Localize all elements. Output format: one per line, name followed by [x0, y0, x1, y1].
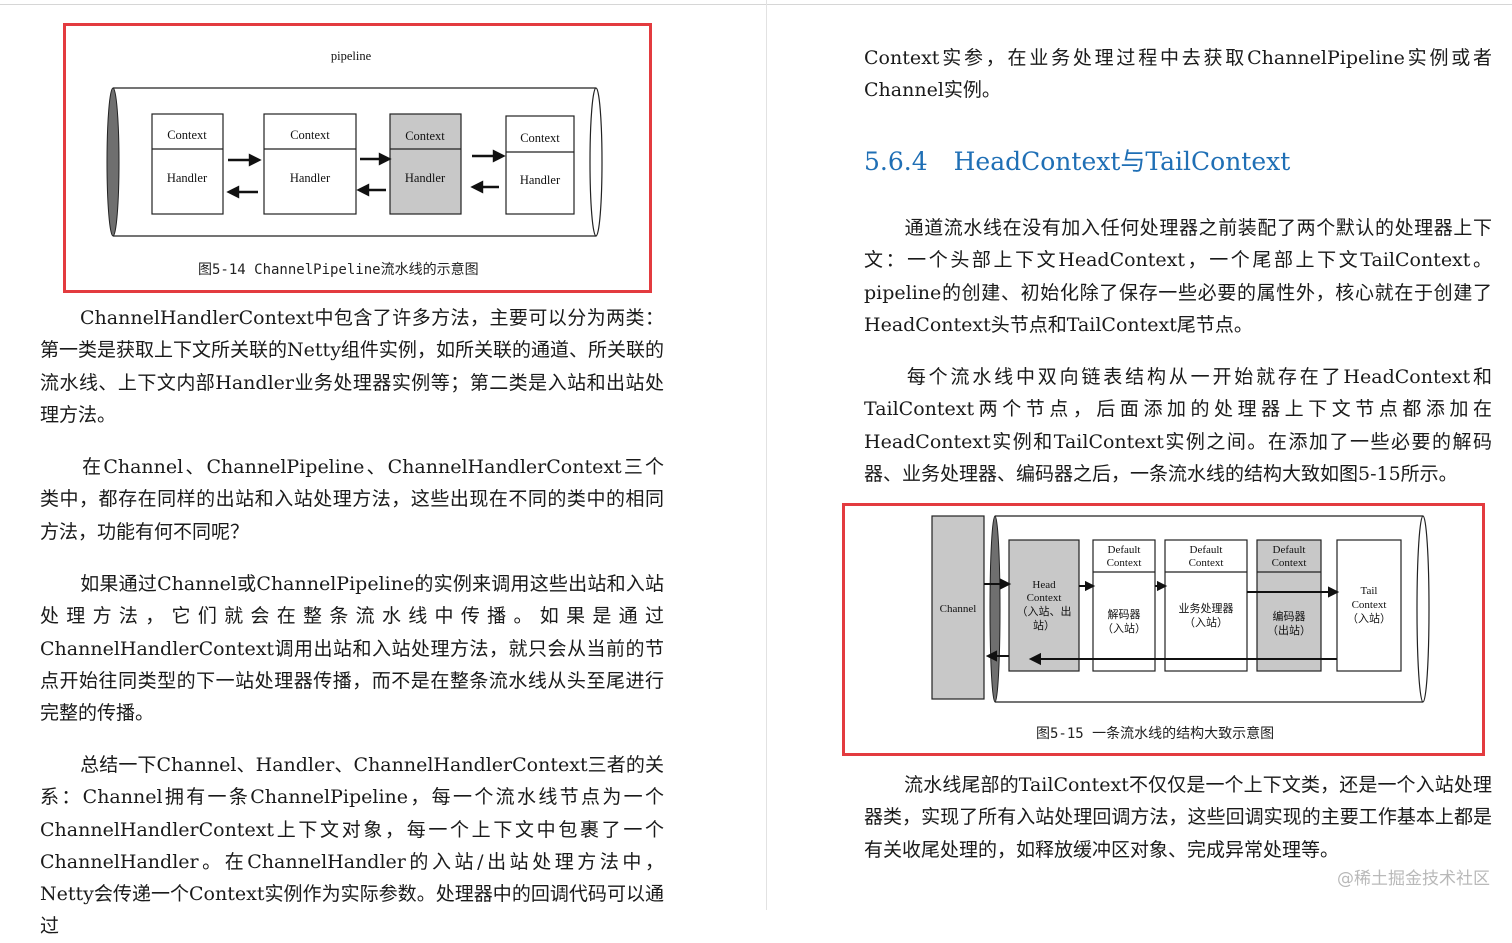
head-context-node: Head Context （入站、出 站）: [1008, 539, 1080, 672]
figure-5-15: Channel Head Context （入站、出 站） Default Co…: [842, 503, 1485, 756]
figure-5-14-caption: 图5-14 ChannelPipeline流水线的示意图: [198, 261, 479, 278]
svg-text:（入站、出: （入站、出: [1017, 604, 1072, 618]
decoder-context-node: Default Context 解码器 （入站）: [1092, 539, 1156, 672]
right-paragraph-1: 通道流水线在没有加入任何处理器之前装配了两个默认的处理器上下文：一个头部上下文H…: [864, 217, 1492, 336]
right-paragraph-3: 流水线尾部的TailContext不仅仅是一个上下文类，还是一个入站处理器类，实…: [864, 774, 1492, 861]
svg-text:Context: Context: [1027, 592, 1062, 604]
svg-text:（出站）: （出站）: [1267, 623, 1311, 637]
pipeline-diagram: pipeline Context Handler Context Handler…: [106, 49, 603, 278]
node-context-label: Context: [520, 131, 560, 145]
channel-label: Channel: [940, 603, 977, 615]
inbound-arrows: [984, 578, 1340, 598]
right-paragraph-top: Context实参，在业务处理过程中去获取ChannelPipeline实例或者…: [864, 47, 1492, 102]
right-paragraph-2: 每个流水线中双向链表结构从一开始就存在了HeadContext和TailCont…: [864, 366, 1492, 485]
left-paragraph-2: 在Channel、ChannelPipeline、ChannelHandlerC…: [40, 456, 664, 543]
outbound-arrow: [985, 650, 1337, 666]
node-handler-label: Handler: [290, 171, 331, 185]
section-title: HeadContext与TailContext: [953, 147, 1291, 176]
figure-5-15-caption: 图5-15 一条流水线的结构大致示意图: [1036, 725, 1274, 742]
svg-text:（入站）: （入站）: [1184, 615, 1228, 629]
figure-5-14: pipeline Context Handler Context Handler…: [63, 23, 652, 293]
svg-text:编码器: 编码器: [1273, 609, 1306, 623]
svg-text:解码器: 解码器: [1108, 607, 1141, 621]
left-paragraph-4: 总结一下Channel、Handler、ChannelHandlerContex…: [40, 754, 664, 938]
context-node-1: Context Handler: [151, 113, 224, 215]
node-context-label: Context: [405, 129, 445, 143]
pipeline-label: pipeline: [331, 49, 372, 63]
node-context-label: Context: [290, 128, 330, 142]
channel-block: Channel: [931, 515, 985, 700]
svg-text:站）: 站）: [1033, 618, 1055, 632]
svg-text:Head: Head: [1032, 579, 1056, 591]
left-paragraph-1: ChannelHandlerContext中包含了许多方法，主要可以分为两类：第…: [40, 307, 664, 426]
watermark: @稀土掘金技术社区: [1337, 869, 1490, 889]
context-node-3: Context Handler: [389, 113, 462, 215]
context-node-2: Context Handler: [263, 113, 357, 215]
svg-text:Context: Context: [1107, 557, 1142, 569]
svg-text:业务处理器: 业务处理器: [1179, 602, 1234, 615]
left-paragraph-3: 如果通过Channel或ChannelPipeline的实例来调用这些出站和入站…: [40, 573, 664, 725]
svg-text:Default: Default: [1108, 544, 1141, 556]
svg-text:Default: Default: [1273, 544, 1306, 556]
svg-text:Context: Context: [1352, 599, 1387, 611]
encoder-context-node: Default Context 编码器 （出站）: [1256, 539, 1322, 672]
node-handler-label: Handler: [405, 171, 446, 185]
svg-text:Tail: Tail: [1361, 585, 1378, 597]
svg-text:（入站）: （入站）: [1347, 611, 1391, 625]
page-divider: [766, 0, 767, 910]
node-handler-label: Handler: [167, 171, 208, 185]
svg-text:（入站）: （入站）: [1102, 621, 1146, 635]
svg-text:Context: Context: [1189, 557, 1224, 569]
svg-text:Default: Default: [1190, 544, 1223, 556]
business-context-node: Default Context 业务处理器 （入站）: [1164, 539, 1248, 672]
node-handler-label: Handler: [520, 173, 561, 187]
top-rule: [0, 4, 1512, 5]
node-context-label: Context: [167, 128, 207, 142]
context-node-4: Context Handler: [505, 115, 575, 215]
tail-context-node: Tail Context （入站）: [1336, 539, 1402, 672]
flow-arrows: [226, 149, 506, 199]
pipeline-structure-diagram: Channel Head Context （入站、出 站） Default Co…: [931, 515, 1430, 742]
section-number: 5.6.4: [864, 147, 928, 176]
svg-text:Context: Context: [1272, 557, 1307, 569]
section-heading: 5.6.4 HeadContext与TailContext: [864, 142, 1290, 178]
